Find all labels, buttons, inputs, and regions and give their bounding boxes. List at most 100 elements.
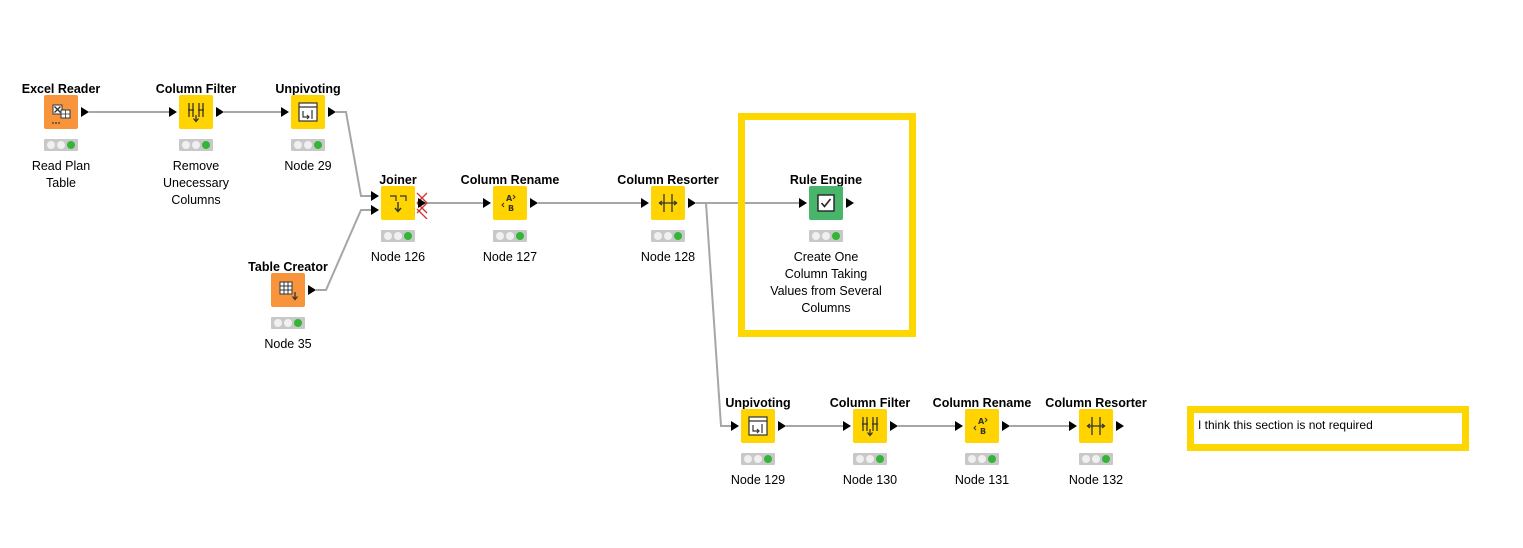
node-status-traffic-light	[291, 139, 325, 151]
status-light-green	[988, 455, 996, 463]
input-port[interactable]	[1069, 421, 1077, 431]
output-port[interactable]	[81, 107, 89, 117]
node-label[interactable]: Node 127	[482, 250, 538, 264]
status-light-off	[822, 232, 830, 240]
node-title[interactable]: Column Filter	[829, 396, 911, 410]
node-title[interactable]: Table Creator	[248, 260, 328, 274]
node-title[interactable]: Unpivoting	[725, 396, 791, 410]
input-port[interactable]	[281, 107, 289, 117]
node-label[interactable]: Node 128	[640, 250, 696, 264]
status-light-off	[744, 455, 752, 463]
input-port[interactable]	[843, 421, 851, 431]
node-status-traffic-light	[853, 453, 887, 465]
status-light-off	[968, 455, 976, 463]
node-title[interactable]: Rule Engine	[789, 173, 863, 187]
node-title[interactable]: Unpivoting	[275, 82, 341, 96]
status-light-off	[284, 319, 292, 327]
input-port[interactable]	[955, 421, 963, 431]
node-label[interactable]: Node 129	[730, 473, 786, 487]
column-filter-icon[interactable]	[179, 95, 213, 129]
connection-unpivoting-1-to-joiner[interactable]	[336, 111, 371, 197]
annotation-text: I think this section is not required	[1198, 418, 1373, 432]
rule-engine-icon[interactable]	[809, 186, 843, 220]
svg-text:B: B	[980, 427, 986, 436]
connection-table-creator-to-joiner[interactable]	[316, 209, 371, 291]
output-port[interactable]	[216, 107, 224, 117]
connection-column-resorter-1-to-unpivoting-2[interactable]	[696, 202, 731, 427]
unpivoting-icon[interactable]	[291, 95, 325, 129]
column-filter-icon[interactable]	[853, 409, 887, 443]
node-label[interactable]: Remove Unecessary Columns	[163, 159, 229, 207]
status-light-off	[274, 319, 282, 327]
node-label[interactable]: Node 132	[1068, 473, 1124, 487]
status-light-green	[67, 141, 75, 149]
excel-reader-icon[interactable]	[44, 95, 78, 129]
node-status-traffic-light	[809, 230, 843, 242]
status-light-off	[182, 141, 190, 149]
status-light-green	[1102, 455, 1110, 463]
node-label[interactable]: Node 29	[284, 159, 332, 173]
status-light-green	[314, 141, 322, 149]
status-light-off	[47, 141, 55, 149]
node-title[interactable]: Column Resorter	[617, 173, 719, 187]
status-light-off	[1082, 455, 1090, 463]
output-port[interactable]	[688, 198, 696, 208]
status-light-off	[294, 141, 302, 149]
output-port[interactable]	[1002, 421, 1010, 431]
input-port[interactable]	[483, 198, 491, 208]
output-port[interactable]	[418, 198, 426, 208]
input-port[interactable]	[731, 421, 739, 431]
svg-text:B: B	[508, 204, 514, 213]
status-light-green	[876, 455, 884, 463]
node-title[interactable]: Column Rename	[460, 173, 560, 187]
node-status-traffic-light	[965, 453, 999, 465]
node-title[interactable]: Excel Reader	[21, 82, 101, 96]
input-port[interactable]	[371, 205, 379, 215]
status-light-off	[384, 232, 392, 240]
status-light-off	[394, 232, 402, 240]
output-port[interactable]	[308, 285, 316, 295]
status-light-off	[1092, 455, 1100, 463]
node-status-traffic-light	[381, 230, 415, 242]
input-port[interactable]	[641, 198, 649, 208]
node-label[interactable]: Create One Column Taking Values from Sev…	[770, 250, 882, 315]
output-port[interactable]	[1116, 421, 1124, 431]
column-resorter-icon[interactable]	[1079, 409, 1113, 443]
unpivoting-icon[interactable]	[741, 409, 775, 443]
joiner-icon[interactable]	[381, 186, 415, 220]
status-light-green	[516, 232, 524, 240]
node-title[interactable]: Joiner	[379, 173, 417, 187]
node-title[interactable]: Column Resorter	[1045, 396, 1147, 410]
status-light-off	[654, 232, 662, 240]
node-title[interactable]: Column Filter	[155, 82, 237, 96]
node-label[interactable]: Node 126	[370, 250, 426, 264]
node-title[interactable]: Column Rename	[932, 396, 1032, 410]
node-label[interactable]: Read Plan Table	[31, 159, 91, 190]
node-status-traffic-light	[179, 139, 213, 151]
output-port[interactable]	[530, 198, 538, 208]
status-light-green	[832, 232, 840, 240]
input-port[interactable]	[169, 107, 177, 117]
output-port[interactable]	[846, 198, 854, 208]
output-port[interactable]	[778, 421, 786, 431]
output-port[interactable]	[890, 421, 898, 431]
node-status-traffic-light	[741, 453, 775, 465]
input-port[interactable]	[799, 198, 807, 208]
workflow-annotation[interactable]: I think this section is not required	[1187, 406, 1469, 451]
node-label[interactable]: Node 131	[954, 473, 1010, 487]
status-light-off	[506, 232, 514, 240]
table-creator-icon[interactable]	[271, 273, 305, 307]
output-port[interactable]	[328, 107, 336, 117]
status-light-green	[294, 319, 302, 327]
status-light-green	[674, 232, 682, 240]
column-resorter-icon[interactable]	[651, 186, 685, 220]
input-port[interactable]	[371, 191, 379, 201]
status-light-green	[404, 232, 412, 240]
node-label[interactable]: Node 35	[264, 337, 312, 351]
status-light-off	[192, 141, 200, 149]
node-label[interactable]: Node 130	[842, 473, 898, 487]
status-light-off	[866, 455, 874, 463]
